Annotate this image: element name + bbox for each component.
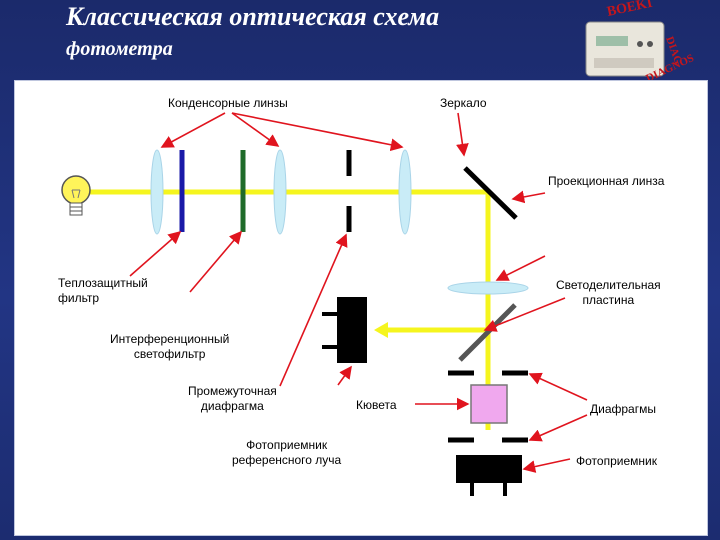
label-heat-protection-filter: Теплозащитный фильтр [58, 276, 148, 306]
label-diaphragms: Диафрагмы [590, 402, 656, 416]
condenser-lens-1 [150, 149, 164, 235]
label-interference-filter-line2: светофильтр [133, 347, 206, 361]
beam-arrowhead [374, 322, 388, 338]
detector [456, 455, 522, 496]
label-intermediate-diaphragm: Промежуточная диафрагма [188, 384, 277, 414]
label-intermediate-diaphragm-line1: Промежуточная [188, 384, 277, 398]
boeki-logo: BOEKI DIAG DIAGNOS [585, 0, 696, 84]
title-line-1: Классическая оптическая схема [66, 2, 440, 31]
title-line-2: фотометра [66, 38, 173, 60]
label-projection-lens: Проекционная линза [548, 174, 665, 188]
label-heat-protection-filter-line2: фильтр [58, 291, 100, 305]
label-heat-protection-filter-line1: Теплозащитный [58, 276, 148, 290]
label-reference-detector: Фотоприемник референсного луча [232, 438, 341, 468]
label-reference-detector-line1: Фотоприемник [246, 438, 328, 452]
cuvette [470, 384, 508, 424]
light-beam [90, 189, 491, 430]
mirror [463, 166, 518, 220]
lamp-icon [61, 175, 91, 216]
label-reference-detector-line2: референсного луча [232, 453, 342, 467]
condenser-lens-3 [398, 149, 412, 235]
label-beam-splitter-line2: пластина [582, 293, 635, 307]
label-beam-splitter: Светоделительная пластина [556, 278, 661, 308]
condenser-lens-2 [273, 149, 287, 235]
label-beam-splitter-line1: Светоделительная [556, 278, 661, 292]
pointer-arrows [129, 112, 588, 473]
reference-detector [322, 297, 367, 363]
label-detector: Фотоприемник [576, 454, 657, 468]
projection-lens [447, 281, 529, 295]
label-interference-filter-line1: Интерференционный [110, 332, 230, 346]
label-mirror: Зеркало [440, 96, 487, 110]
beam-splitter-plate [458, 303, 517, 362]
label-intermediate-diaphragm-line2: диафрагма [200, 399, 264, 413]
label-condenser-lenses: Конденсорные линзы [168, 96, 288, 110]
label-cuvette: Кювета [356, 398, 397, 412]
label-interference-filter: Интерференционный светофильтр [110, 332, 229, 362]
